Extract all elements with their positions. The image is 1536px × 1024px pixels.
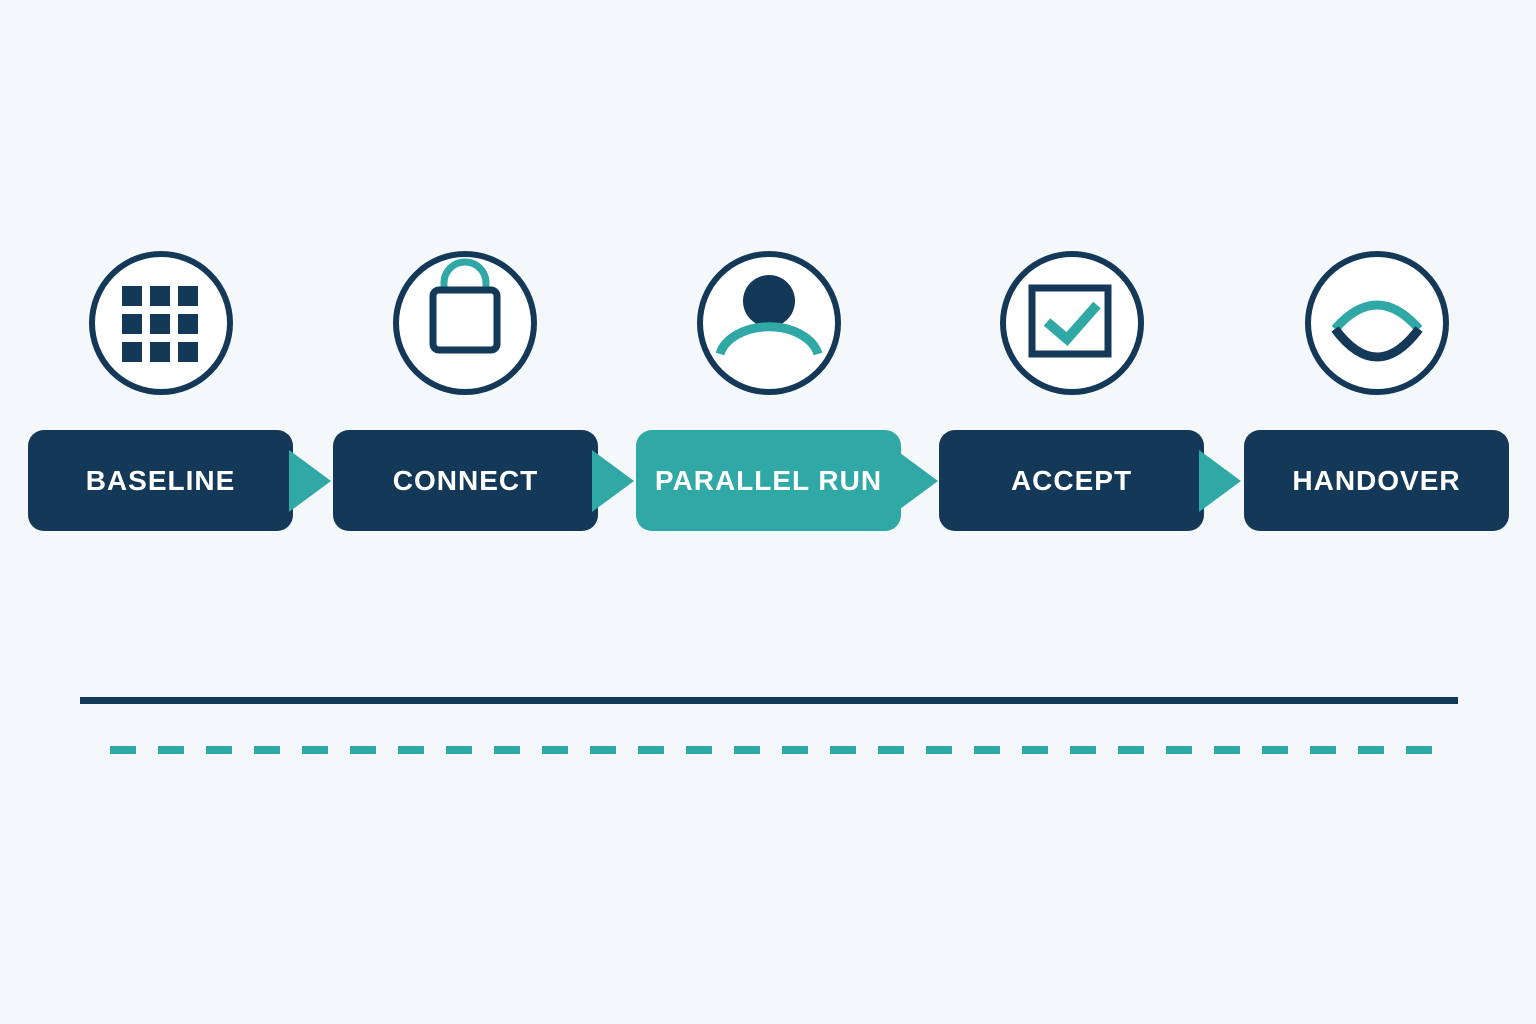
timeline-dashed-line (110, 746, 1432, 754)
grid-icon (88, 250, 234, 396)
eye-icon (1304, 250, 1450, 396)
stage-label: HANDOVER (1292, 464, 1461, 496)
stage-label: ACCEPT (1010, 464, 1133, 496)
stage-handover: HANDOVER (1244, 430, 1509, 531)
stage-parallel-run: PARALLEL RUN (636, 430, 901, 531)
arrow-right-icon (289, 450, 331, 512)
padlock-icon (392, 250, 538, 396)
arrow-right-icon (1199, 450, 1241, 512)
timeline-solid-line (80, 697, 1458, 704)
checkbox-icon (999, 250, 1145, 396)
stage-accept: ACCEPT (939, 430, 1204, 531)
stage-label: PARALLEL RUN (654, 464, 883, 496)
arrow-right-icon (896, 450, 938, 512)
stage-baseline: BASELINE (28, 430, 293, 531)
user-icon (696, 250, 842, 396)
stage-connect: CONNECT (333, 430, 598, 531)
arrow-right-icon (592, 450, 634, 512)
stage-label: BASELINE (85, 464, 236, 496)
stage-label: CONNECT (392, 464, 539, 496)
